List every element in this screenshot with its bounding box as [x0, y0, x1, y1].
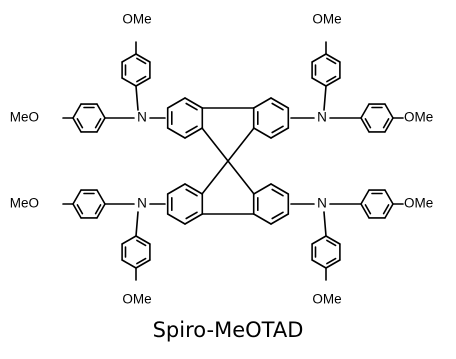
fluorene-ring-lower-left-edge: [184, 183, 204, 195]
phenyl-ll-vertical-edge: [121, 259, 137, 269]
methoxy-ur-right: OMe: [404, 110, 433, 125]
phenyl-lr-horizontal-edge: [360, 189, 370, 205]
spiro-bond-ur: [227, 127, 255, 162]
phenyl-lr-horizontal-edge: [360, 203, 370, 219]
methoxy-ul-left: MeO: [10, 110, 39, 125]
phenyl-lr-vertical-edge: [311, 259, 327, 269]
phenyl-ur-vertical-double: [326, 57, 337, 65]
phenyl-ul-vertical-double: [136, 75, 147, 83]
nitrogen-lower-left-label: N: [137, 196, 147, 211]
fluorene-ring-lower-right-edge: [270, 213, 290, 225]
spiro-bond-ll: [201, 160, 229, 195]
phenyl-lr-horizontal-edge: [384, 203, 394, 219]
fluorene-ring-lower-right-double: [271, 188, 284, 197]
phenyl-ll-vertical-double: [136, 257, 147, 265]
phenyl-ur-horizontal-edge: [384, 103, 394, 119]
fluorene-ring-upper-right-edge: [270, 97, 290, 109]
methoxy-ur-top: OMe: [312, 12, 341, 27]
phenyl-ur-vertical-edge: [325, 77, 341, 87]
fluorene-ring-upper-left-edge: [184, 127, 204, 139]
methoxy-ul-top: OMe: [122, 12, 151, 27]
fluorene-ring-lower-left-edge: [184, 213, 204, 225]
n-phenyl-bond: [323, 85, 327, 111]
fluorene-ring-lower-right-double: [271, 211, 284, 220]
phenyl-lr-vertical-double: [326, 257, 337, 265]
fluorene-ring-upper-left-edge: [184, 97, 204, 109]
phenyl-ul-horizontal-edge: [72, 103, 82, 119]
phenyl-lr-horizontal-double: [382, 204, 390, 215]
fluorene-ring-upper-right-edge: [252, 97, 272, 109]
fluorene-ring-lower-right-edge: [252, 213, 272, 225]
phenyl-ur-vertical-edge: [311, 53, 327, 63]
nitrogen-lower-right-label: N: [317, 196, 327, 211]
phenyl-ur-horizontal-double: [364, 118, 372, 129]
fluorene-ring-upper-right-double: [271, 125, 284, 134]
fluorene-ring-upper-left-double: [185, 102, 198, 111]
phenyl-ul-horizontal-edge: [96, 117, 106, 133]
phenyl-ur-vertical-edge: [311, 77, 327, 87]
spiro-bond-lr: [227, 160, 255, 195]
phenyl-lr-vertical-edge: [325, 235, 341, 245]
phenyl-ur-vertical-edge: [325, 53, 341, 63]
fluorene-ring-lower-left-edge: [166, 213, 186, 225]
phenyl-ur-horizontal-double: [382, 118, 390, 129]
phenyl-ll-horizontal-double: [94, 204, 102, 215]
phenyl-ll-vertical-edge: [121, 235, 137, 245]
fluorene-ring-lower-left-double: [185, 211, 198, 220]
phenyl-ul-horizontal-edge: [72, 117, 82, 133]
phenyl-ul-horizontal-double: [76, 118, 84, 129]
phenyl-ur-horizontal-edge: [360, 117, 370, 133]
phenyl-lr-vertical-edge: [325, 259, 341, 269]
fluorene-ring-upper-right-double: [271, 102, 284, 111]
fluorene-ring-upper-left-double: [185, 125, 198, 134]
phenyl-ll-vertical-double: [136, 239, 147, 247]
phenyl-ll-horizontal-edge: [96, 203, 106, 219]
nitrogen-upper-left-label: N: [137, 110, 147, 125]
phenyl-ll-horizontal-edge: [72, 203, 82, 219]
phenyl-ll-horizontal-double: [76, 204, 84, 215]
n-phenyl-bond: [323, 211, 327, 237]
methoxy-ll-left: MeO: [10, 196, 39, 211]
methoxy-ll-bottom: OMe: [122, 292, 151, 307]
fluorene-ring-lower-left-edge: [166, 183, 186, 195]
phenyl-ul-vertical-edge: [121, 53, 137, 63]
fluorene-ring-lower-left-double: [185, 188, 198, 197]
phenyl-ll-horizontal-edge: [72, 189, 82, 205]
fluorene-ring-lower-right-edge: [270, 183, 290, 195]
phenyl-ur-horizontal-edge: [360, 103, 370, 119]
fluorene-ring-upper-left-edge: [166, 127, 186, 139]
phenyl-lr-horizontal-edge: [384, 189, 394, 205]
phenyl-ul-horizontal-edge: [96, 103, 106, 119]
phenyl-ll-vertical-edge: [135, 259, 151, 269]
fluorene-ring-upper-right-edge: [252, 127, 272, 139]
nitrogen-upper-right-label: N: [317, 110, 327, 125]
n-phenyl-bond: [135, 85, 139, 111]
phenyl-ll-horizontal-edge: [96, 189, 106, 205]
methoxy-lr-bottom: OMe: [312, 292, 341, 307]
phenyl-ur-vertical-double: [326, 75, 337, 83]
phenyl-ul-horizontal-double: [94, 118, 102, 129]
phenyl-ur-horizontal-edge: [384, 117, 394, 133]
fluorene-ring-lower-right-edge: [252, 183, 272, 195]
phenyl-lr-vertical-double: [326, 239, 337, 247]
fluorene-ring-upper-right-edge: [270, 127, 290, 139]
phenyl-ul-vertical-edge: [121, 77, 137, 87]
phenyl-ul-vertical-edge: [135, 77, 151, 87]
methoxy-lr-right: OMe: [404, 196, 433, 211]
phenyl-ul-vertical-double: [136, 57, 147, 65]
bond-lines: [62, 41, 404, 281]
spiro-bond-ul: [201, 127, 229, 162]
phenyl-ul-vertical-edge: [135, 53, 151, 63]
compound-name: Spiro-MeOTAD: [152, 318, 304, 342]
phenyl-lr-vertical-edge: [311, 235, 327, 245]
n-phenyl-bond: [135, 211, 139, 237]
phenyl-ll-vertical-edge: [135, 235, 151, 245]
phenyl-lr-horizontal-double: [364, 204, 372, 215]
fluorene-ring-upper-left-edge: [166, 97, 186, 109]
